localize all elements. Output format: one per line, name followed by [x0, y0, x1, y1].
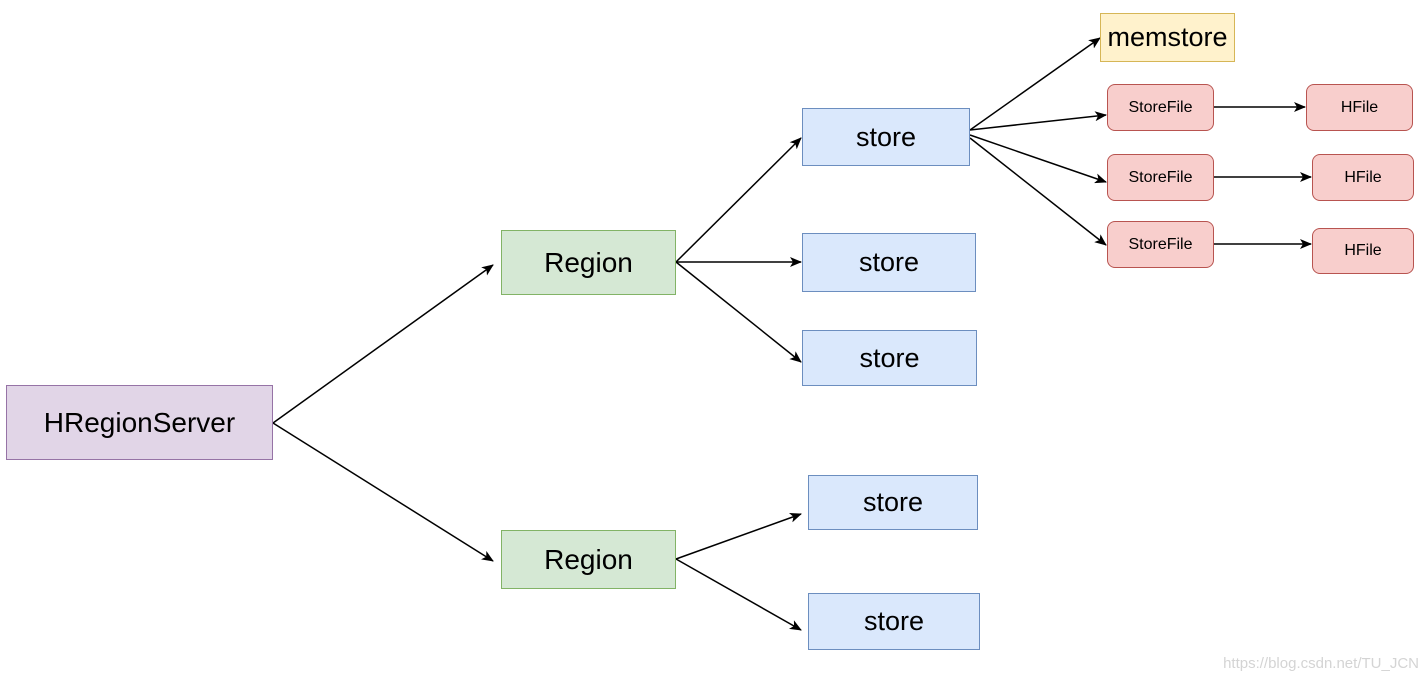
store-node-5: store: [808, 593, 980, 650]
hfile-node-3: HFile: [1312, 228, 1414, 274]
edge-region-2-store-4: [675, 513, 802, 560]
edge-region-1-store-1: [675, 137, 802, 263]
edge-hregionserver-region-2: [272, 422, 494, 562]
storefile-node-2: StoreFile: [1107, 154, 1214, 201]
storefile-node-1: StoreFile: [1107, 84, 1214, 131]
hregionserver-node: HRegionServer: [6, 385, 273, 460]
store-node-3: store: [802, 330, 977, 386]
edge-region-1-store-3: [675, 261, 802, 363]
hfile-node-1: HFile: [1306, 84, 1413, 131]
store-node-2: store: [802, 233, 976, 292]
store-node-1: store: [802, 108, 970, 166]
edge-store-1-storefile-3: [969, 137, 1107, 246]
edge-region-2-store-5: [675, 558, 802, 631]
edge-store-1-memstore: [969, 37, 1101, 131]
hfile-node-2: HFile: [1312, 154, 1414, 201]
edge-hregionserver-region-1: [272, 264, 494, 424]
memstore-node: memstore: [1100, 13, 1235, 62]
edge-store-1-storefile-2: [969, 134, 1107, 184]
store-node-4: store: [808, 475, 978, 530]
region-node-1: Region: [501, 230, 676, 295]
edge-store-1-storefile-1: [969, 111, 1107, 131]
region-node-2: Region: [501, 530, 676, 589]
watermark-text: https://blog.csdn.net/TU_JCN: [1223, 655, 1419, 672]
storefile-node-3: StoreFile: [1107, 221, 1214, 268]
